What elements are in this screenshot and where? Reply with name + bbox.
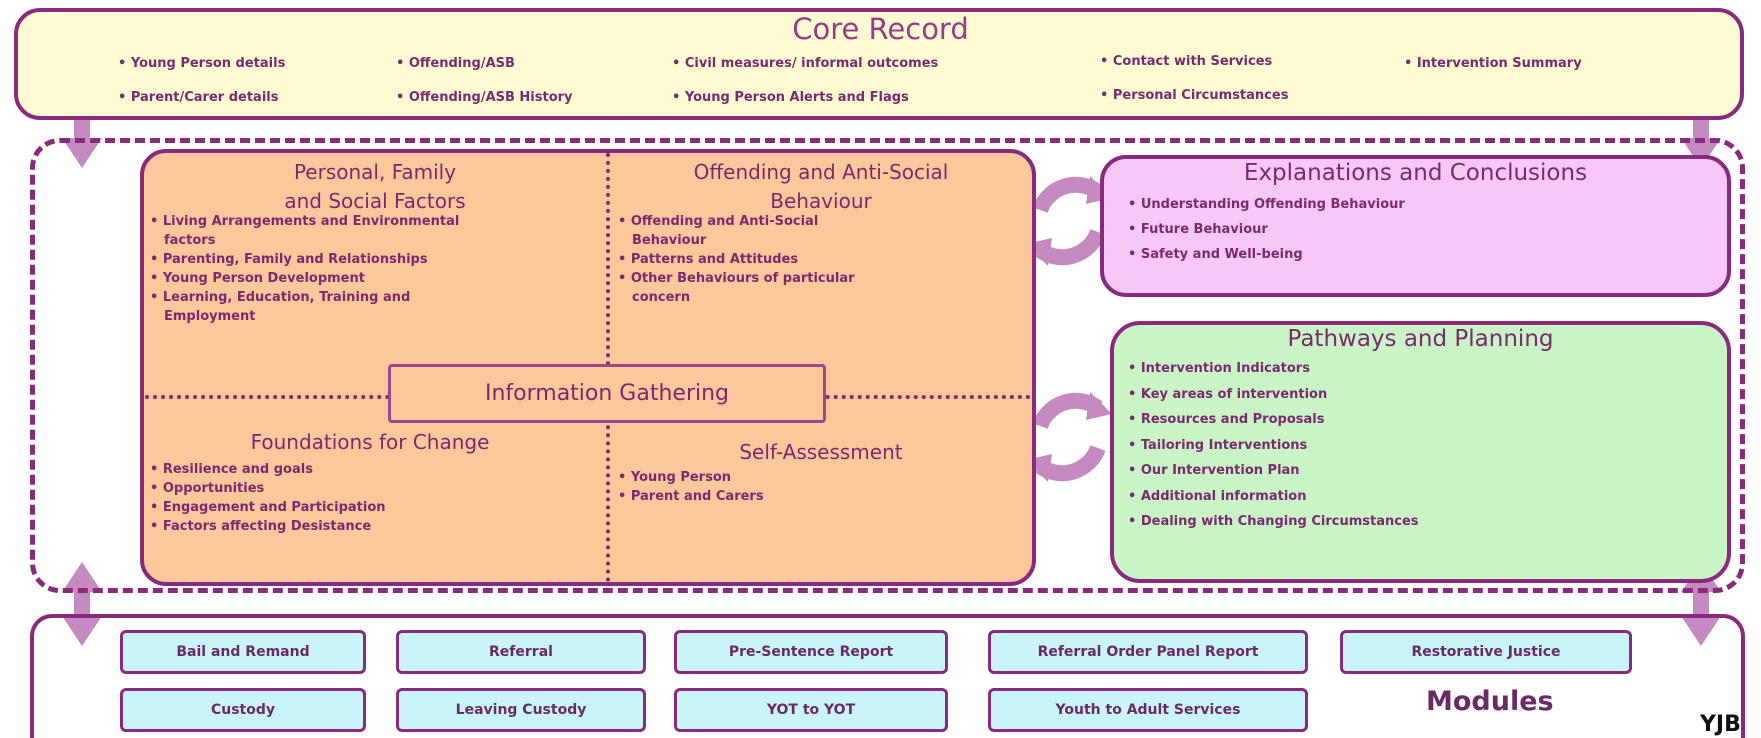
core-item: • Young Person Alerts and Flags <box>672 90 909 105</box>
core-item: • Contact with Services <box>1100 54 1273 69</box>
list-item: • Patterns and Attitudes <box>618 252 799 267</box>
core-record-title: Core Record <box>792 12 969 46</box>
offending-list: • Offending and Anti-Social Behaviour • … <box>618 212 1018 307</box>
personal-title-line2: and Social Factors <box>284 189 466 213</box>
core-record-box <box>14 8 1744 120</box>
pathways-box <box>1110 321 1731 583</box>
offending-title-line1: Offending and Anti-Social <box>693 160 949 184</box>
list-item: • Parenting, Family and Relationships <box>150 252 428 267</box>
pathways-title: Pathways and Planning <box>1287 326 1554 352</box>
list-item: Employment <box>164 309 256 324</box>
foundations-list: • Resilience and goals • Opportunities •… <box>150 460 600 536</box>
list-item: • Other Behaviours of particular <box>618 271 855 286</box>
list-item: • Engagement and Participation <box>150 500 386 515</box>
core-item: • Personal Circumstances <box>1100 88 1289 103</box>
list-item: • Young Person Development <box>150 271 365 286</box>
core-item: • Offending/ASB <box>396 56 515 71</box>
offending-title-line2: Behaviour <box>770 189 872 213</box>
list-item: • Resources and Proposals <box>1128 412 1325 427</box>
list-item: • Factors affecting Desistance <box>150 519 372 534</box>
module-leaving-custody: Leaving Custody <box>396 688 646 732</box>
self-assessment-list: • Young Person • Parent and Carers <box>618 468 1018 506</box>
module-bail-and-remand: Bail and Remand <box>120 630 366 674</box>
core-item: • Intervention Summary <box>1404 56 1582 71</box>
personal-title-line1: Personal, Family <box>293 160 457 184</box>
core-item: • Young Person details <box>118 56 286 71</box>
modules-container <box>30 614 1745 738</box>
module-pre-sentence-report: Pre-Sentence Report <box>674 630 948 674</box>
list-item: factors <box>164 233 216 248</box>
list-item: • Safety and Well-being <box>1128 247 1303 262</box>
module-referral-order-panel-report: Referral Order Panel Report <box>988 630 1308 674</box>
information-gathering-label: Information Gathering <box>388 364 826 423</box>
module-yot-to-yot: YOT to YOT <box>674 688 948 732</box>
core-item: • Civil measures/ informal outcomes <box>672 56 939 71</box>
list-item: • Resilience and goals <box>150 462 313 477</box>
list-item: • Young Person <box>618 470 732 485</box>
list-item: • Understanding Offending Behaviour <box>1128 197 1405 212</box>
foundations-title: Foundations for Change <box>250 430 490 454</box>
list-item: • Future Behaviour <box>1128 222 1268 237</box>
explanations-list: • Understanding Offending Behaviour • Fu… <box>1128 192 1405 267</box>
list-item: • Intervention Indicators <box>1128 361 1310 376</box>
modules-label: Modules <box>1426 686 1554 717</box>
yjb-logo: YJB <box>1700 712 1741 737</box>
list-item: • Opportunities <box>150 481 265 496</box>
assessment-container <box>30 138 1745 593</box>
explanations-box <box>1100 155 1731 297</box>
module-youth-to-adult-services: Youth to Adult Services <box>988 688 1308 732</box>
pathways-list: • Intervention Indicators • Key areas of… <box>1128 356 1419 535</box>
core-item: • Offending/ASB History <box>396 90 573 105</box>
module-referral: Referral <box>396 630 646 674</box>
list-item: Behaviour <box>632 233 707 248</box>
list-item: • Our Intervention Plan <box>1128 463 1300 478</box>
offending-quadrant: Offending and Anti-Social Behaviour <box>616 158 1026 216</box>
core-item: • Parent/Carer details <box>118 90 279 105</box>
list-item: • Learning, Education, Training and <box>150 290 411 305</box>
module-custody: Custody <box>120 688 366 732</box>
list-item: • Dealing with Changing Circumstances <box>1128 514 1419 529</box>
self-assessment-title: Self-Assessment <box>739 440 903 464</box>
list-item: • Living Arrangements and Environmental <box>150 214 460 229</box>
personal-quadrant: Personal, Family and Social Factors <box>150 158 600 216</box>
list-item: concern <box>632 290 691 305</box>
list-item: • Key areas of intervention <box>1128 386 1328 402</box>
personal-list: • Living Arrangements and Environmental … <box>150 212 605 326</box>
list-item: • Parent and Carers <box>618 489 764 504</box>
explanations-title: Explanations and Conclusions <box>1243 160 1588 186</box>
list-item: • Additional information <box>1128 488 1307 504</box>
list-item: • Tailoring Interventions <box>1128 437 1308 453</box>
list-item: • Offending and Anti-Social <box>618 214 819 229</box>
module-restorative-justice: Restorative Justice <box>1340 630 1632 674</box>
